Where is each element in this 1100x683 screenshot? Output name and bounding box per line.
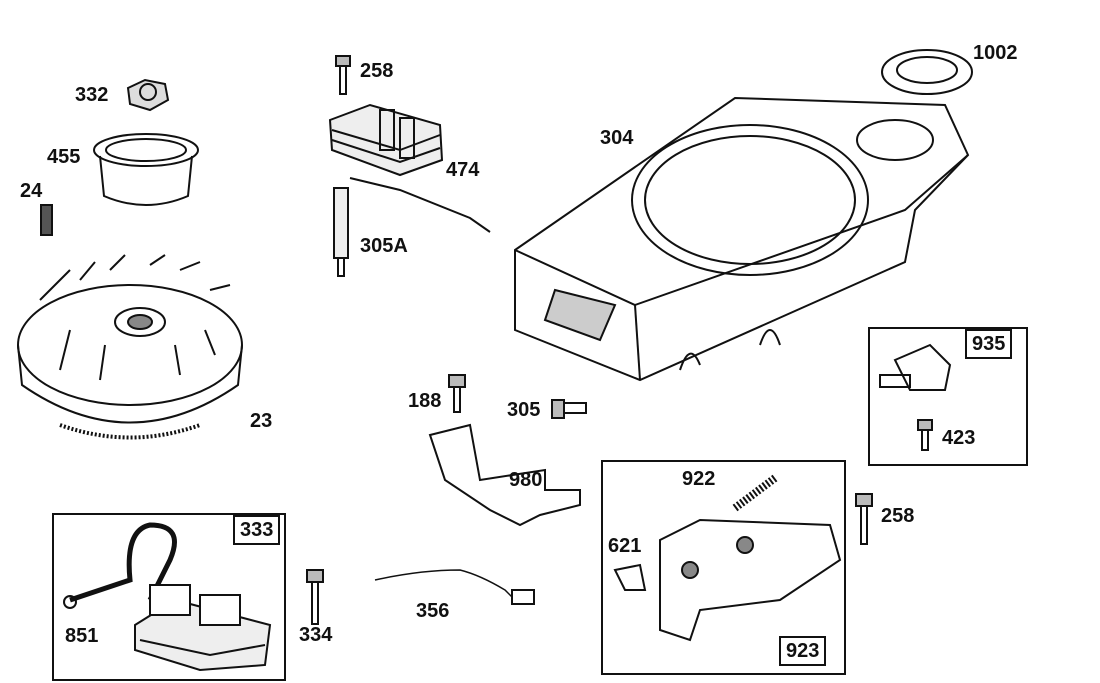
ignition-coil-851 [63,522,272,672]
kit-label-333: 333 [233,515,281,545]
callout-334: 334 [299,624,333,646]
callout-1002: 1002 [973,42,1018,64]
callout-188: 188 [408,390,442,412]
callout-258-right: 258 [881,505,915,527]
bracket-935 [879,343,952,391]
callout-423: 423 [942,427,976,449]
grommet-1002 [881,49,973,95]
bolt-258-right [855,493,873,545]
callout-474: 474 [446,159,480,181]
bolt-305 [551,399,587,419]
callout-304: 304 [600,127,634,149]
kit-box-935 [868,327,1028,466]
ground-wire-356 [374,569,535,605]
standoff-305A [333,187,349,277]
callout-23: 23 [250,410,273,432]
cup-455 [93,133,199,206]
nut-332 [126,78,170,112]
callout-258: 258 [360,60,394,82]
callout-980: 980 [509,469,543,491]
blower-housing-304 [514,96,970,382]
callout-455: 455 [47,146,81,168]
screw-423 [917,419,933,451]
callout-305A: 305A [360,235,408,257]
key-24 [40,204,53,236]
kit-box-333 [52,513,286,681]
flywheel-23 [17,254,243,440]
kit-box-923 [601,460,846,675]
bracket-980 [428,423,581,527]
callout-332: 332 [75,84,109,106]
callout-305: 305 [507,399,541,421]
bolt-188 [448,374,466,413]
callout-922: 922 [682,468,716,490]
governor-923 [613,518,842,642]
callout-851: 851 [65,625,99,647]
spring-922 [732,474,778,512]
armature-474 [328,103,491,233]
kit-label-935: 935 [965,329,1013,359]
bolt-334 [306,569,324,625]
bolt-258 [335,55,351,95]
callout-24: 24 [20,180,43,202]
callout-356: 356 [416,600,450,622]
callout-621: 621 [608,535,642,557]
kit-label-923: 923 [779,636,827,666]
